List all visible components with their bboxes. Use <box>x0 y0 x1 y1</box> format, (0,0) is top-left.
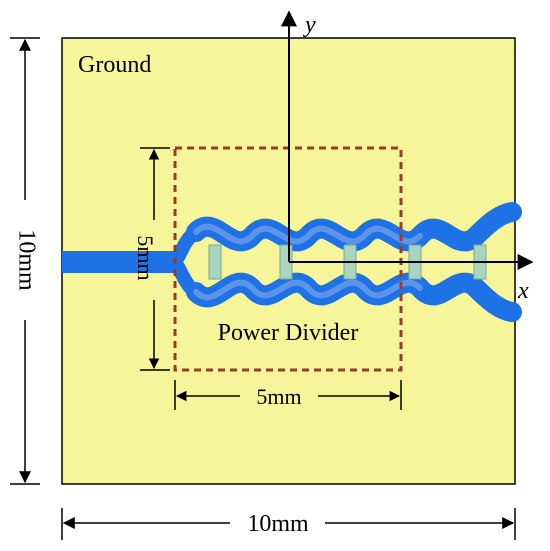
x-axis-label: x <box>517 278 529 304</box>
divider-width-label: 5mm <box>256 384 301 409</box>
board-width-label: 10mm <box>247 511 309 537</box>
feed-line <box>62 251 174 273</box>
y-axis-label: y <box>303 12 316 38</box>
resistor-1 <box>208 244 222 280</box>
upper-meander-highlight <box>193 223 423 245</box>
lower-meander-highlight <box>193 279 423 301</box>
power-divider-label: Power Divider <box>218 320 359 346</box>
board-height-label: 10mm <box>13 229 39 291</box>
divider-height-label: 5mm <box>133 235 158 280</box>
ground-label: Ground <box>78 52 151 78</box>
